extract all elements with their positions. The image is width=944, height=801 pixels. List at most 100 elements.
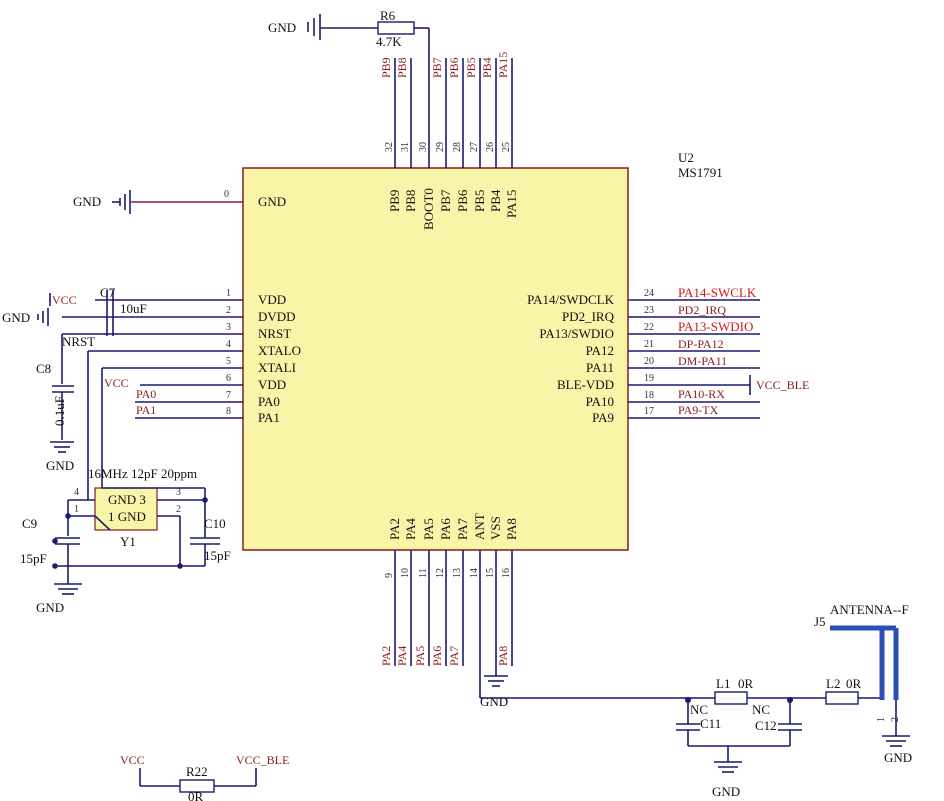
pin-name-pa1: PA1 xyxy=(258,410,280,425)
label-pa0-net: PA0 xyxy=(136,387,156,401)
pin-name-gnd: GND xyxy=(258,194,286,209)
crystal-pin1: 1 xyxy=(74,504,79,515)
ground-symbol-c8 xyxy=(50,441,74,453)
label-vcc-r22: VCC xyxy=(120,753,145,767)
label-nrst: NRST xyxy=(62,334,95,349)
pin-num-5: 5 xyxy=(226,356,231,367)
crystal-y1 xyxy=(94,487,158,531)
label-c7-val: 10uF xyxy=(120,301,147,316)
pin-num-1: 1 xyxy=(226,288,231,299)
pin-num-28: 28 xyxy=(452,142,463,152)
chip-body xyxy=(242,167,629,551)
pin-name-pb9: PB9 xyxy=(387,190,402,212)
bottom-net-pa6: PA6 xyxy=(430,646,444,666)
label-gnd-vss: GND xyxy=(480,694,508,709)
pin-name-pa8: PA8 xyxy=(504,518,519,540)
label-gnd-left: GND xyxy=(73,194,101,209)
label-l2: L2 xyxy=(826,676,840,691)
pin-num-11: 11 xyxy=(418,568,429,578)
label-y1-pin3: GND 3 xyxy=(108,492,146,507)
label-r6-val: 4.7K xyxy=(376,34,402,49)
label-gnd-c7: GND xyxy=(2,310,30,325)
right-net-dm-pa11: DM-PA11 xyxy=(678,354,727,368)
label-gnd-c8: GND xyxy=(46,458,74,473)
pin-num-25: 25 xyxy=(501,142,512,152)
ground-symbol-vss xyxy=(484,675,508,687)
capacitor-c10 xyxy=(180,537,220,567)
bottom-net-pa4: PA4 xyxy=(395,646,409,666)
label-pa1-net: PA1 xyxy=(136,403,156,417)
pin-name-pa14: PA14/SWDCLK xyxy=(527,292,615,307)
pin-num-30: 30 xyxy=(418,142,429,152)
pin-name-vdd: VDD xyxy=(258,292,286,307)
label-c8-val: 0.1uF xyxy=(52,396,67,426)
ground-symbol-crystal xyxy=(54,580,82,595)
resistor-r6 xyxy=(377,21,415,35)
pin-name-pa0: PA0 xyxy=(258,394,280,409)
pin-name-pa7: PA7 xyxy=(455,518,470,540)
bottom-pin-group xyxy=(394,550,680,699)
pin-name-pd2: PD2_IRQ xyxy=(562,309,615,324)
label-l1-val: 0R xyxy=(738,676,754,691)
inductor-l1 xyxy=(714,691,748,705)
pin-name-xtali: XTALI xyxy=(258,360,296,375)
label-c11-nc: NC xyxy=(690,702,708,717)
crystal-pin3: 3 xyxy=(176,487,181,498)
pin-num-2: 2 xyxy=(226,305,231,316)
ground-symbol-rf xyxy=(714,761,742,773)
label-antenna: ANTENNA--F xyxy=(830,602,909,617)
crystal-pin4: 4 xyxy=(74,487,79,498)
pin-num-3: 3 xyxy=(226,322,231,333)
pin-name-xtalo: XTALO xyxy=(258,343,301,358)
top-net-pb9: PB9 xyxy=(379,57,393,78)
label-vcc-ble-right: VCC_BLE xyxy=(756,378,809,392)
pin-name-pa9: PA9 xyxy=(592,410,614,425)
crystal-pin2: 2 xyxy=(176,504,181,515)
label-c11: C11 xyxy=(700,716,721,731)
pin-name-pb8: PB8 xyxy=(403,190,418,212)
capacitor-c9 xyxy=(55,537,80,580)
pin-name-dvdd: DVDD xyxy=(258,309,296,324)
pin-num-12: 12 xyxy=(435,568,446,578)
pin-num-7: 7 xyxy=(226,390,231,401)
pin-name-pa4: PA4 xyxy=(403,518,418,540)
chip-part: MS1791 xyxy=(678,165,723,180)
ground-symbol-antenna xyxy=(882,735,910,747)
pin-num-27: 27 xyxy=(469,142,480,152)
label-c9: C9 xyxy=(22,516,37,531)
right-net-swdio: PA13-SWDIO xyxy=(678,319,753,334)
label-c10-val: 15pF xyxy=(204,548,231,563)
top-net-pb5: PB5 xyxy=(464,57,478,78)
pin-num-24: 24 xyxy=(644,288,654,299)
capacitor-c8 xyxy=(52,385,74,440)
label-c12: C12 xyxy=(755,718,777,733)
label-c8: C8 xyxy=(36,361,51,376)
label-j5: J5 xyxy=(814,614,826,629)
label-c7: C7 xyxy=(100,285,116,300)
pin-name-ant: ANT xyxy=(472,513,487,540)
capacitor-c11 xyxy=(676,723,700,731)
label-r22-val: 0R xyxy=(188,789,204,801)
pin-num-8: 8 xyxy=(226,406,231,417)
top-net-pb8: PB8 xyxy=(395,57,409,78)
label-crystal-spec: 16MHz 12pF 20ppm xyxy=(88,466,197,481)
capacitor-c12 xyxy=(778,723,802,731)
capacitor-c7 xyxy=(106,290,114,336)
pin-num-23: 23 xyxy=(644,305,654,316)
pin-name-boot0: BOOT0 xyxy=(421,188,436,230)
label-vcc-left: VCC xyxy=(52,293,77,307)
inductor-l2 xyxy=(825,691,859,705)
label-gnd-rf: GND xyxy=(712,784,740,799)
top-net-pb7: PB7 xyxy=(430,57,444,78)
pin-num-14: 14 xyxy=(469,568,480,578)
pin-name-nrst: NRST xyxy=(258,326,291,341)
bottom-net-pa7: PA7 xyxy=(447,646,461,666)
pin-name-pb7: PB7 xyxy=(438,189,453,212)
pin-num-9: 9 xyxy=(384,573,395,578)
pin-name-pb6: PB6 xyxy=(455,189,470,212)
top-pin-group xyxy=(394,50,513,168)
label-gnd-r6: GND xyxy=(268,20,296,35)
ground-symbol-c7 xyxy=(37,308,49,326)
pin-name-pa10: PA10 xyxy=(586,394,614,409)
label-gnd-crystal: GND xyxy=(36,600,64,615)
